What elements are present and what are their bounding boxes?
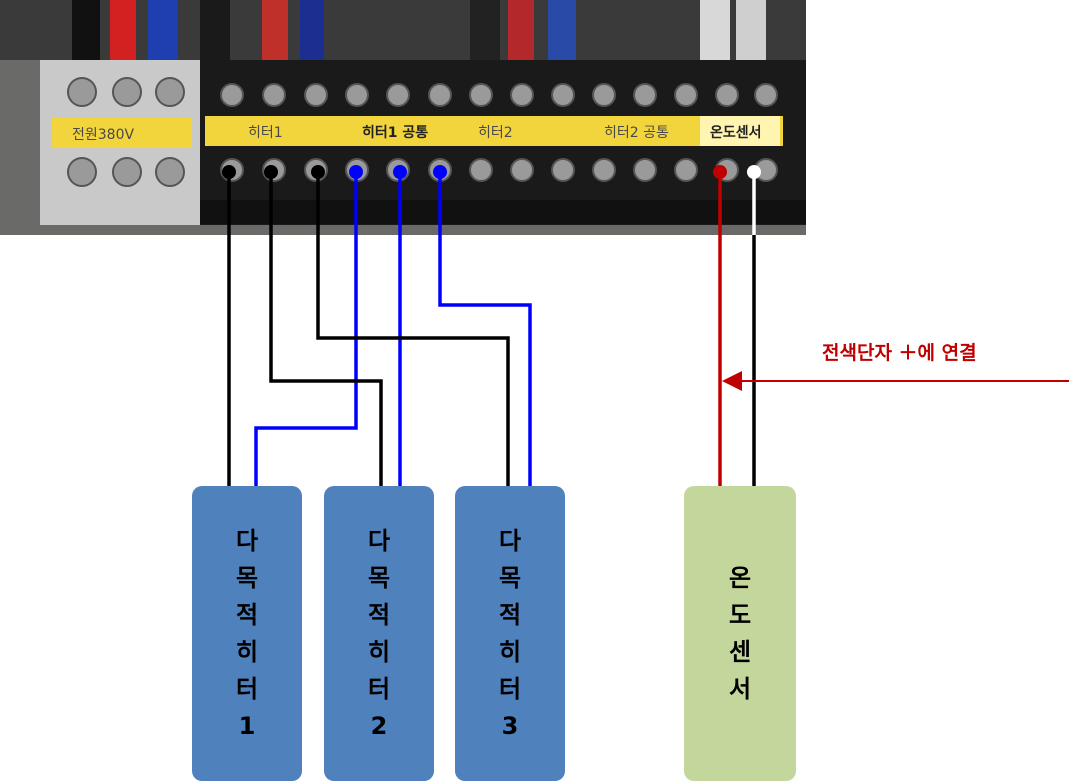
label-temp-sensor: 온도센서 [710,125,762,141]
label-heater2: 히터2 [478,125,513,141]
label-heater1-common: 히터1 공통 [362,124,428,141]
heater-3-label: 다목적히터3 [498,526,522,740]
heater-1-label: 다목적히터1 [235,526,259,740]
temp-sensor-box: 온도센서 [684,486,796,781]
wire-heater1-blue [254,172,358,486]
label-heater1: 히터1 [248,125,283,141]
label-power: 전원380V [72,127,134,143]
heater-3-box: 다목적히터3 [455,486,565,781]
heater-2-label: 다목적히터2 [367,526,391,740]
terminal-dots [222,165,761,179]
heater-2-box: 다목적히터2 [324,486,434,781]
annotation-text: 전색단자 ＋에 연결 [822,342,977,364]
wire-heater2-black [269,172,383,486]
label-heater2-common: 히터2 공통 [604,125,669,141]
temp-sensor-label: 온도센서 [728,563,752,703]
wire-heater3-blue [438,172,532,486]
heater-1-box: 다목적히터1 [192,486,302,781]
terminal-block-photo: 전원380V 히터1 히터1 공통 히터2 히터2 공통 온도센서 [0,0,806,235]
wire-heater3-black [316,172,510,486]
